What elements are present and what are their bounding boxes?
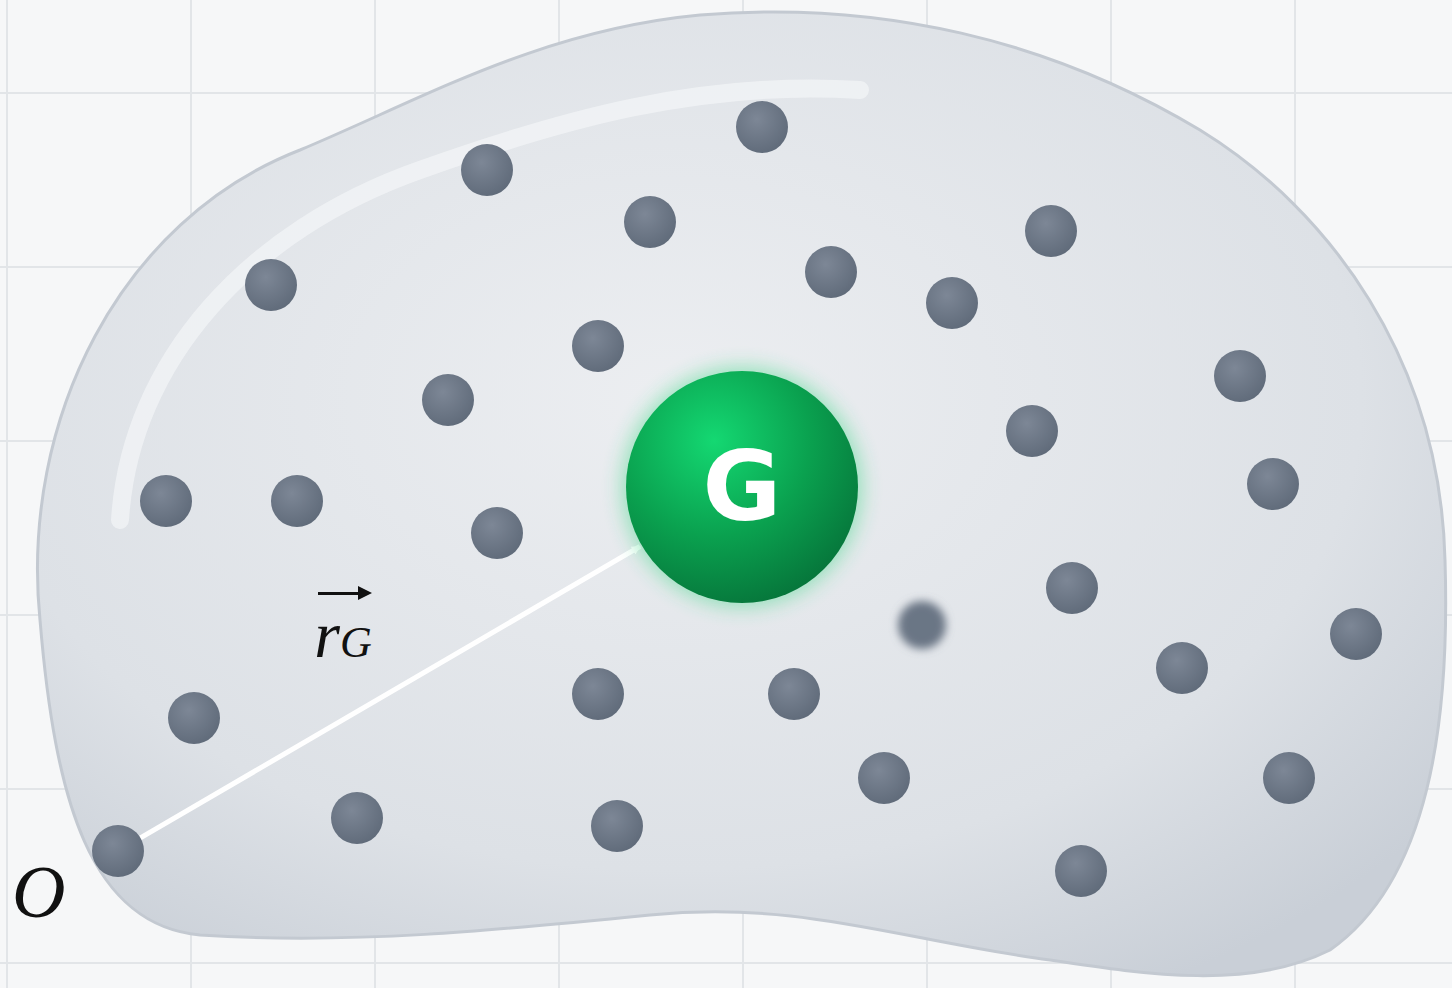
mass-particles	[140, 101, 1382, 897]
particle-dot	[1055, 845, 1107, 897]
center-of-mass: G	[626, 371, 858, 603]
particle-dot	[1156, 642, 1208, 694]
particle-dot	[168, 692, 220, 744]
origin-dot	[92, 825, 144, 877]
vector-label-holder: rG	[314, 588, 371, 668]
origin-point: O	[92, 825, 144, 877]
blurred-particle	[898, 601, 946, 649]
rigid-body-outline	[37, 12, 1445, 976]
particle-dot	[1046, 562, 1098, 614]
particle-dot	[591, 800, 643, 852]
particle-dot	[1330, 608, 1382, 660]
particle-dot	[245, 259, 297, 311]
glow	[622, 367, 862, 607]
particle-dot	[624, 196, 676, 248]
particle-dot	[858, 752, 910, 804]
particle-dot	[140, 475, 192, 527]
particle-dot	[1263, 752, 1315, 804]
particle-dot	[1214, 350, 1266, 402]
particle-dot	[572, 668, 624, 720]
particle-dot	[736, 101, 788, 153]
position-vector	[140, 546, 640, 837]
particle-dot	[768, 668, 820, 720]
vector-label: rG	[314, 588, 371, 668]
particle-dot	[572, 320, 624, 372]
particle-dot	[271, 475, 323, 527]
node-letter: G	[703, 439, 782, 535]
particle-dot	[1006, 405, 1058, 457]
particle-dot	[805, 246, 857, 298]
point-dot	[92, 825, 144, 877]
particle-dot	[926, 277, 978, 329]
point-label: O	[12, 855, 72, 929]
particle-dot	[331, 792, 383, 844]
particle-dot	[461, 144, 513, 196]
particle-dot	[471, 507, 523, 559]
particle-dot	[1025, 205, 1077, 257]
sphere	[626, 371, 858, 603]
particle-dot	[422, 374, 474, 426]
particle-dot	[1247, 458, 1299, 510]
